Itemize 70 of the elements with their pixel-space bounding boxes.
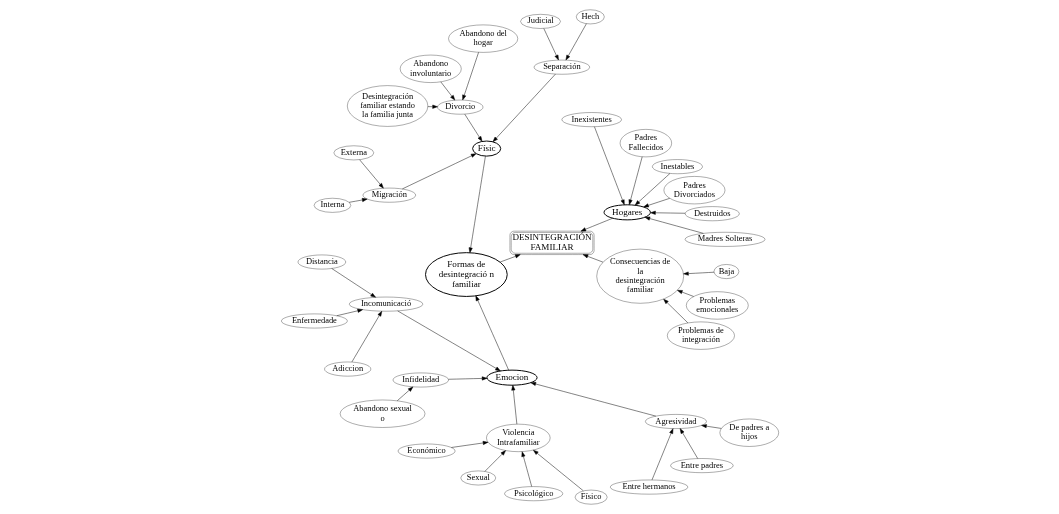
node-ellipse: Abandono del hogar [447,24,518,53]
node-ellipse: Madres Solteras [684,232,765,247]
arrow [521,451,532,487]
arrow [628,156,642,205]
arrow [679,428,698,459]
node-ellipse: Abandono involuntario [399,54,461,83]
arrow [401,153,476,190]
arrow [440,81,455,101]
arrow [543,28,559,61]
node-ellipse: Problemas emocionales [685,291,748,320]
arrow [461,52,479,101]
node-ellipse: Inexistentes [561,112,622,127]
arrow [396,310,501,372]
node-ellipse: Infidelidad [392,372,449,388]
node-ellipse: Distancia [297,254,346,270]
arrow [396,386,413,402]
node-ellipse: Padres Divorciados [663,176,725,205]
node-ellipse: Inestables [651,159,703,174]
arrow [468,155,486,253]
node-ellipse: Enfermedade [280,313,348,329]
node-ellipse: Problemas de integración [666,321,735,350]
node-ellipse: Externa [333,145,374,161]
node-ellipse: Sexual [460,470,496,486]
arrow [492,73,556,142]
node-ellipse: Físico [574,489,607,505]
node-ellipse: Divorcio [436,99,483,115]
node-ellipse: Psicológico [503,486,563,501]
arrow [582,254,603,263]
node-ellipse: Entre hermanos [609,479,688,495]
arrow [532,449,584,492]
arrow [499,254,520,263]
node-ellipse: Violencia Intrafamiliar [485,424,550,452]
arrow [336,308,363,316]
node-ellipse: Entre padres [669,458,733,473]
arrow [642,198,670,208]
arrow [447,376,487,381]
arrow [644,216,704,234]
arrow [464,113,482,142]
arrow [475,295,509,371]
arrow [450,441,488,448]
arrow [351,311,382,363]
node-ellipse: Formas de desintegració n familiar [424,252,508,297]
arrow [348,198,367,203]
node-ellipse: Padres Fallecidos [619,129,672,158]
arrow [634,173,670,206]
node-ellipse: De padres a hijos [719,418,779,447]
node-ellipse: Desintegración familiar estando la familia junta [346,85,428,127]
node-ellipse: Abandono sexual o [339,399,425,428]
arrow [358,159,384,189]
node-ellipse: Económico [397,443,455,459]
node-ellipse: Hech [575,9,604,25]
node-ellipse: Judicial [519,14,561,29]
arrow [676,290,694,297]
arrow [427,104,438,109]
node-ellipse: Separación [533,59,590,75]
arrow [484,450,506,472]
arrow [700,424,721,429]
arrow [651,428,673,481]
arrow [510,385,517,425]
arrow [649,210,685,215]
arrow [565,23,587,61]
arrow [593,126,625,206]
arrow [530,382,656,417]
node-ellipse: Destruidos [684,206,739,221]
node-ellipse: Baja [713,264,739,279]
arrow [331,268,376,298]
arrow [580,218,613,232]
node-ellipse: Adiccion [323,361,371,377]
node-ellipse: Interna [313,198,351,213]
arrow [682,271,714,276]
